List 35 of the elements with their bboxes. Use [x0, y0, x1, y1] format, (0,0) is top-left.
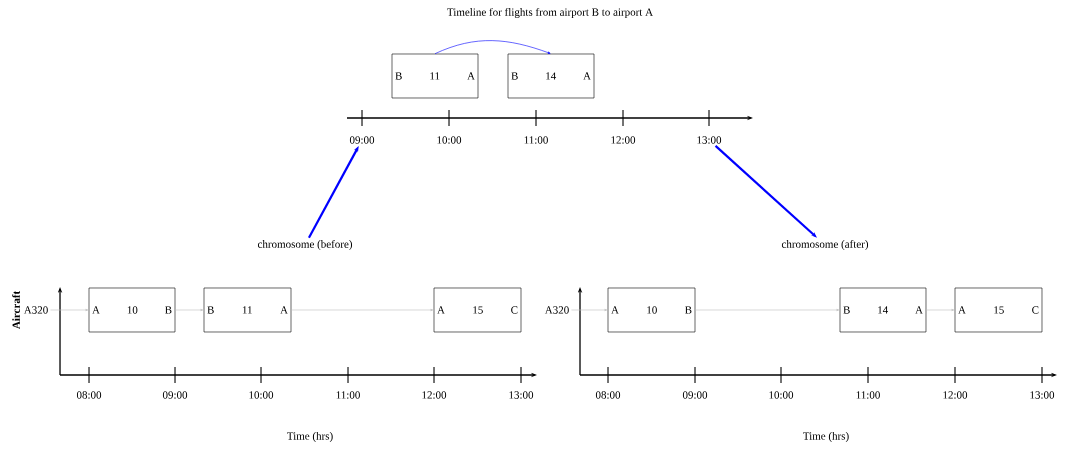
- flight-box: B 14 A: [507, 53, 595, 99]
- tick-label: 09:00: [162, 391, 188, 399]
- text-label: 13:00: [697, 136, 722, 144]
- text-label: A320: [23, 306, 48, 314]
- flight-box: A 15 C: [433, 287, 522, 333]
- arrow: [714, 145, 817, 238]
- tick-label: 11:00: [856, 391, 880, 399]
- text-label: 09:00: [349, 136, 375, 144]
- flight-box: A 10 B: [607, 287, 696, 333]
- tick-label: 13:00: [1030, 391, 1055, 399]
- tick-label: 08:00: [76, 391, 102, 399]
- tick-label: 12:00: [611, 136, 636, 144]
- flight-box: A 15 C: [954, 287, 1043, 333]
- text-label: A320: [544, 306, 569, 314]
- flight-box: B 14 A: [839, 287, 927, 333]
- tick-label: 10:00: [437, 136, 462, 144]
- tick-label: 11:00: [524, 136, 548, 144]
- tick-label: 13:00: [509, 391, 534, 399]
- tick-label: 12:00: [943, 391, 968, 399]
- tick-label: 09:00: [682, 391, 708, 399]
- tick-label: 10:00: [769, 391, 794, 399]
- flight-box: B 11 A: [391, 53, 479, 99]
- text-label: chromosome (before): [257, 239, 353, 251]
- arrow: [434, 40, 551, 54]
- axis-title: Time (hrs): [803, 432, 849, 442]
- tick-label: 11:00: [336, 391, 360, 399]
- tick-label: 12:00: [422, 391, 447, 399]
- tick-label: 10:00: [249, 391, 274, 399]
- axis-title: Time (hrs): [287, 432, 333, 442]
- text-label: chromosome (after): [781, 239, 869, 251]
- title: Timeline for flights from airport B to airport A: [447, 7, 653, 19]
- axis-title: Aircraft: [12, 290, 20, 329]
- tick-label: 08:00: [595, 391, 621, 399]
- flight-box: B 11 A: [203, 287, 292, 333]
- flight-box: A 10 B: [88, 287, 176, 333]
